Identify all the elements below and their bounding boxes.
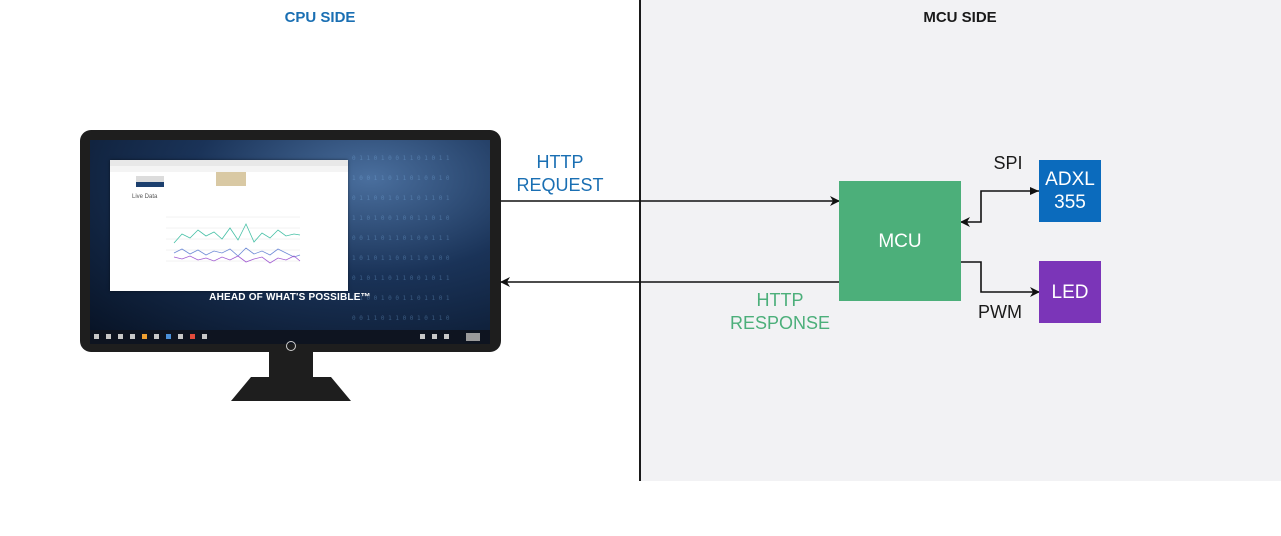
pwm-label: PWM [978,302,1022,322]
app-window-title: Live Data [132,194,158,200]
led-block-label: LED [1051,281,1089,303]
http-request-label-line1: HTTP [536,152,584,172]
power-icon [286,341,296,351]
svg-text:0 0 1 1 0 1 1 0 0 1 0 1 1 0: 0 0 1 1 0 1 1 0 0 1 0 1 1 0 [352,315,450,322]
adxl-block-label-line2: 355 [1054,192,1086,213]
svg-text:1 0 0 1 1 0 1 1 0 1 0 0 1 0: 1 0 0 1 1 0 1 1 0 1 0 0 1 0 [352,175,450,182]
monitor-base [231,377,351,401]
taskbar [90,330,490,344]
svg-text:1 1 0 0 1 0 0 1 1 0 1 1 0 1: 1 1 0 0 1 0 0 1 1 0 1 1 0 1 [352,295,450,302]
cpu-side-title: CPU SIDE [284,9,356,26]
spi-label: SPI [993,153,1023,173]
http-response-label-line2: RESPONSE [729,313,831,333]
spi-arrowhead-adxl [1030,187,1039,195]
matrix-background: 0 1 1 0 1 0 0 1 1 0 1 0 1 1 1 0 0 1 1 0 … [352,155,450,322]
adxl355-block: ADXL 355 [1039,160,1101,222]
http-request-label: HTTP REQUEST [490,151,630,197]
svg-text:1 1 0 1 0 0 1 0 0 1 1 0 1 0: 1 1 0 1 0 0 1 0 0 1 1 0 1 0 [352,215,450,222]
screen-tagline: AHEAD OF WHAT'S POSSIBLE™ [209,292,371,303]
cpu-mcu-divider [639,0,641,481]
http-response-label: HTTP RESPONSE [700,289,860,335]
mcu-block: MCU [839,181,961,301]
svg-text:1 0 1 0 1 1 0 0 1 1 0 1 0 0: 1 0 1 0 1 1 0 0 1 1 0 1 0 0 [352,255,450,262]
taskbar-icons [94,333,480,341]
svg-text:0 1 1 0 1 0 0 1 1 0 1 0 1 1: 0 1 1 0 1 0 0 1 1 0 1 0 1 1 [352,155,450,162]
svg-text:0 1 1 0 0 1 0 1 1 0 1 1 0 1: 0 1 1 0 0 1 0 1 1 0 1 1 0 1 [352,195,450,202]
http-response-label-line1: HTTP [756,290,804,310]
svg-text:0 0 1 1 0 1 1 0 1 0 0 1 1 1: 0 0 1 1 0 1 1 0 1 0 0 1 1 1 [352,235,450,242]
led-block: LED [1039,261,1101,323]
adxl-block-label-line1: ADXL [1045,169,1095,190]
pwm-link [961,261,1040,297]
mcu-side-title: MCU SIDE [923,9,997,26]
svg-text:0 1 0 1 1 0 1 1 0 0 1 0 1 1: 0 1 0 1 1 0 1 1 0 0 1 0 1 1 [352,275,450,282]
mcu-block-label: MCU [878,230,922,252]
app-window-content [110,160,348,264]
spi-link [960,190,1039,227]
monitor-neck [269,352,313,377]
live-data-app-window: Live Data [110,160,348,291]
http-request-label-line2: REQUEST [516,175,604,195]
